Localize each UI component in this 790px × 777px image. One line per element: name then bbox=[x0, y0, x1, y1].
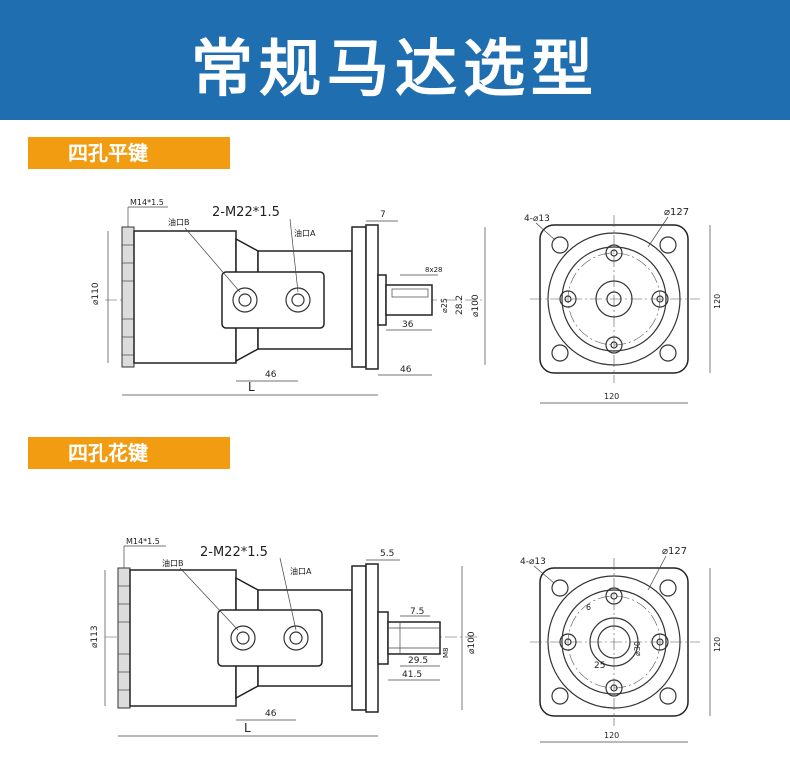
dim-width: 120 bbox=[604, 731, 619, 740]
mounting-flange bbox=[365, 563, 379, 713]
dim-flange-thickness: 5.5 bbox=[380, 549, 394, 559]
side-view: ⌀110 M14*1.5 2-M22*1.5 油口B 油口A 7 8x28 ⌀2… bbox=[91, 198, 486, 396]
flat-key-motor-drawing: ⌀110 M14*1.5 2-M22*1.5 油口B 油口A 7 8x28 ⌀2… bbox=[91, 198, 722, 404]
mount-hole bbox=[551, 344, 569, 362]
dim-port-spacing: 46 bbox=[265, 370, 277, 380]
port-a-hole bbox=[285, 287, 311, 313]
port-b-hole bbox=[232, 287, 258, 313]
side-view: ⌀113 M14*1.5 2-M22*1.5 油口B 油口A 5.5 7.5 M… bbox=[90, 537, 480, 737]
dim-height: 120 bbox=[713, 294, 722, 309]
port-a-hole bbox=[283, 625, 309, 651]
motor-body bbox=[133, 230, 237, 364]
dim-port-spacing: 46 bbox=[265, 709, 277, 719]
label-port-a: 油口A bbox=[290, 566, 312, 576]
dim-thread-port: M14*1.5 bbox=[130, 198, 164, 207]
dim-ports: 2-M22*1.5 bbox=[212, 205, 280, 220]
port-b-hole bbox=[230, 625, 256, 651]
dim-width: 120 bbox=[604, 392, 619, 401]
mount-hole bbox=[659, 344, 677, 362]
mount-hole bbox=[551, 579, 569, 597]
page-title: 常规马达选型 bbox=[190, 32, 599, 105]
port-plate bbox=[221, 271, 325, 329]
dim-ports: 2-M22*1.5 bbox=[200, 545, 268, 560]
dim-spline-diameter: ⌀30 bbox=[633, 641, 642, 656]
dim-spline-length: 29.5 bbox=[408, 656, 428, 666]
dim-shaft-length: 41.5 bbox=[402, 670, 422, 680]
front-view: 4-⌀13 ⌀127 120 120 bbox=[524, 207, 722, 404]
mount-hole bbox=[659, 687, 677, 705]
dim-pilot-diameter: ⌀100 bbox=[471, 294, 481, 317]
dim-key: 8x28 bbox=[425, 266, 443, 274]
label-port-a: 油口A bbox=[294, 228, 316, 238]
dim-diameter: ⌀110 bbox=[91, 282, 101, 305]
dim-shaft-diameter: ⌀25 bbox=[440, 298, 449, 313]
header-banner: 常规马达选型 bbox=[0, 0, 790, 120]
dim-flange-thickness: 7 bbox=[380, 210, 386, 220]
label-port-b: 油口B bbox=[162, 558, 184, 568]
section-label-spline: 四孔花键 bbox=[28, 437, 230, 469]
output-shaft bbox=[387, 621, 441, 655]
dim-key-height: 28.2 bbox=[455, 295, 465, 315]
dim-key-length: 36 bbox=[402, 320, 414, 330]
section-label-flat-key: 四孔平键 bbox=[28, 137, 230, 169]
mount-hole bbox=[551, 687, 569, 705]
dim-mount-holes: 4-⌀13 bbox=[524, 214, 550, 224]
label-port-b: 油口B bbox=[168, 217, 190, 227]
mounting-flange bbox=[365, 224, 379, 370]
dim-thread: M8 bbox=[442, 648, 450, 659]
dim-mount-holes: 4-⌀13 bbox=[520, 557, 546, 567]
mount-hole bbox=[551, 236, 569, 254]
dim-bolt-circle: ⌀127 bbox=[662, 546, 687, 557]
port-plate bbox=[217, 609, 323, 667]
dim-height: 120 bbox=[713, 637, 722, 652]
dim-thread-port: M14*1.5 bbox=[126, 537, 160, 546]
mount-hole bbox=[659, 579, 677, 597]
dim-spline-inner: 25 bbox=[594, 661, 605, 671]
spline-motor-drawing: ⌀113 M14*1.5 2-M22*1.5 油口B 油口A 5.5 7.5 M… bbox=[90, 537, 722, 743]
front-view: 4-⌀13 ⌀127 6 ⌀30 25 120 120 bbox=[520, 546, 722, 743]
dim-pilot-diameter: ⌀100 bbox=[467, 631, 477, 654]
dim-diameter: ⌀113 bbox=[90, 625, 100, 648]
mount-hole bbox=[659, 236, 677, 254]
rear-cap bbox=[117, 567, 131, 709]
dim-spline-width: 6 bbox=[586, 603, 591, 612]
output-shaft bbox=[385, 284, 433, 316]
dim-overall-length: L bbox=[244, 721, 251, 735]
dim-shaft-length: 46 bbox=[400, 365, 412, 375]
dim-spline-offset: 7.5 bbox=[410, 607, 424, 617]
dim-overall-length: L bbox=[248, 380, 255, 394]
rear-cap bbox=[121, 226, 135, 368]
dim-bolt-circle: ⌀127 bbox=[664, 207, 689, 218]
